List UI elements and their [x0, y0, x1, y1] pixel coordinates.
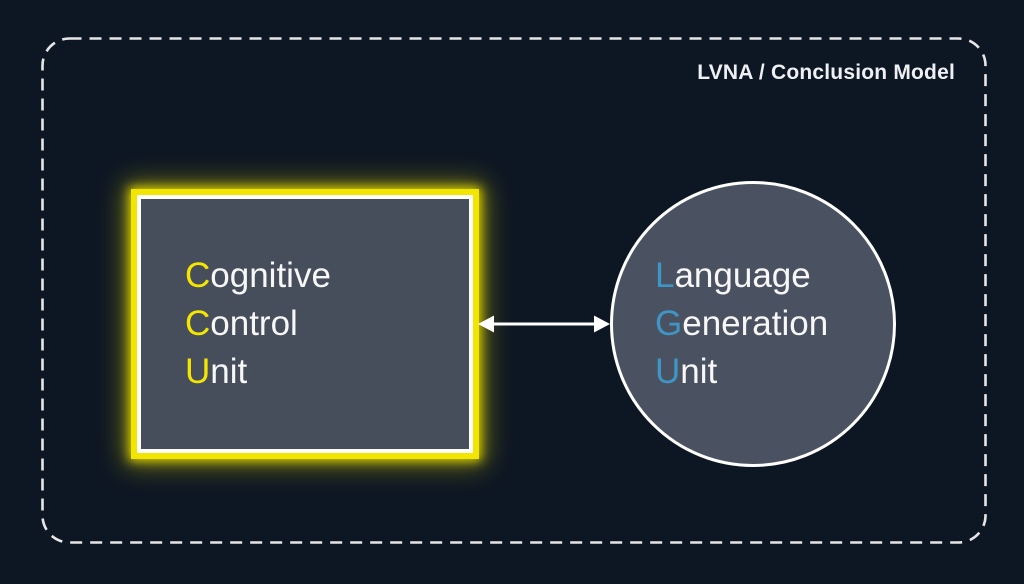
ccu-rest-ontrol: ontrol	[210, 304, 298, 343]
lgu-line-generation: Generation	[655, 300, 893, 348]
diagram-title: LVNA / Conclusion Model	[697, 61, 955, 84]
double-arrow-connector	[478, 315, 610, 333]
lgu-initial-g: G	[655, 304, 683, 343]
node-language-generation-unit: Language Generation Unit	[610, 181, 896, 467]
lgu-rest-eneration: eneration	[682, 304, 829, 343]
ccu-line-unit: Unit	[185, 348, 469, 396]
ccu-line-control: Control	[185, 300, 469, 348]
lgu-rest-nit: nit	[680, 352, 718, 391]
lgu-initial-u: U	[655, 352, 681, 391]
lgu-line-unit: Unit	[655, 348, 893, 396]
lgu-initial-l: L	[655, 256, 675, 295]
ccu-initial-c2: C	[185, 304, 211, 343]
lgu-line-language: Language	[655, 252, 893, 300]
ccu-initial-c1: C	[185, 256, 211, 295]
ccu-rest-nit: nit	[210, 352, 248, 391]
ccu-line-cognitive: Cognitive	[185, 252, 469, 300]
node-cognitive-control-unit: Cognitive Control Unit	[137, 195, 473, 453]
ccu-initial-u: U	[185, 352, 211, 391]
ccu-rest-ognitive: ognitive	[210, 256, 331, 295]
lgu-rest-anguage: anguage	[674, 256, 811, 295]
dashed-frame-border	[41, 37, 987, 544]
